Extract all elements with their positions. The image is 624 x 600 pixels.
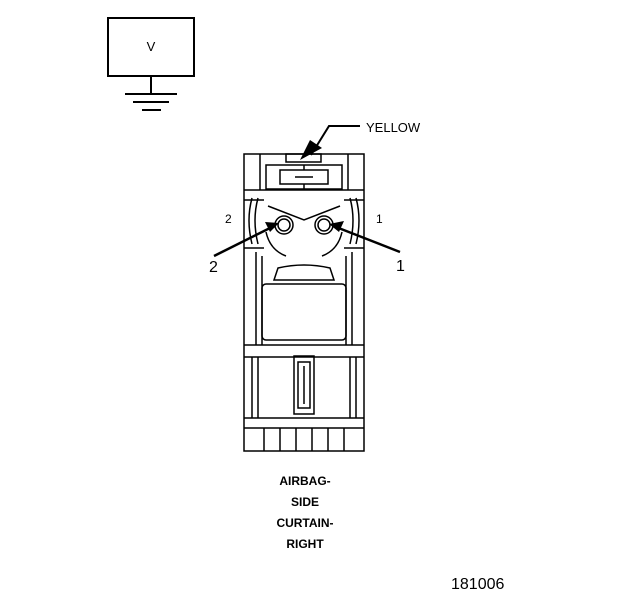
pin-1-callout-arrow — [329, 221, 401, 254]
connector-body — [243, 153, 365, 452]
connector-caption-line-3: CURTAIN- — [276, 516, 334, 530]
pin-2-side-label: 2 — [225, 212, 232, 226]
pin-2-callout-arrow — [213, 222, 279, 258]
connector-caption-line-1: AIRBAG- — [279, 474, 331, 488]
pin-1-side-label: 1 — [376, 212, 383, 226]
voltmeter-label: V — [146, 39, 156, 54]
pin-1-callout-label: 1 — [396, 258, 405, 275]
connector-caption-line-4: RIGHT — [286, 537, 324, 551]
voltmeter-symbol — [107, 17, 195, 111]
connector-color-label: YELLOW — [366, 120, 421, 135]
color-pointer-arrow — [300, 125, 360, 160]
connector-caption-line-2: SIDE — [290, 495, 319, 509]
pin-2-callout-label: 2 — [209, 259, 218, 276]
figure-id: 181006 — [451, 576, 505, 593]
